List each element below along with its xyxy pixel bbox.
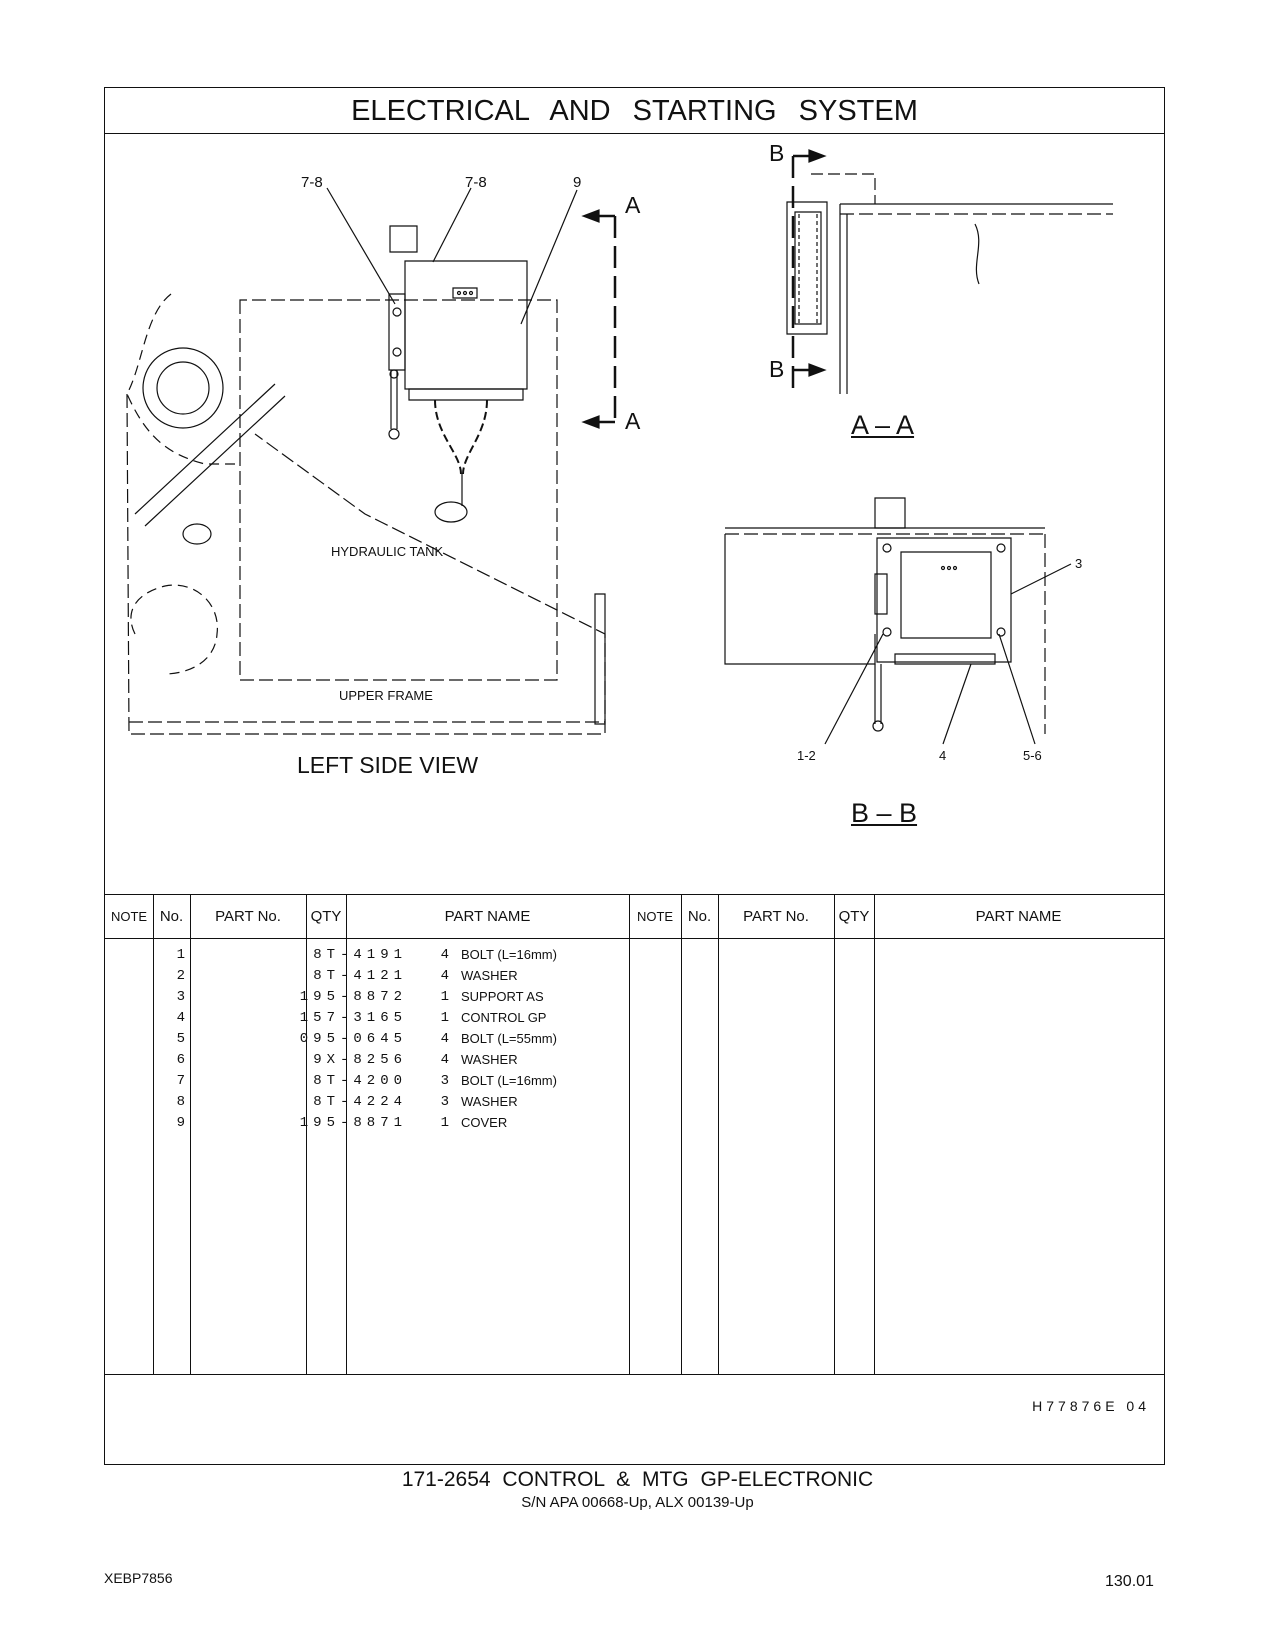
header-note-left: NOTE [110, 909, 148, 924]
header-part-no-right: PART No. [743, 908, 809, 925]
part-row-name: BOLT (L=16mm) [461, 947, 557, 962]
label-left-side-view: LEFT SIDE VIEW [297, 752, 479, 778]
page-number: 130.01 [1105, 1573, 1154, 1590]
callout-1-2: 1-2 [797, 748, 816, 763]
part-row-qty: 1 [440, 1115, 449, 1131]
col-divider [834, 894, 835, 1374]
header-part-name-right: PART NAME [975, 908, 1062, 925]
header-part-no-left: PART No. [215, 908, 281, 925]
part-row-no: 9 [176, 1115, 185, 1131]
part-row-name: COVER [461, 1115, 508, 1130]
section-marker-b-bottom: B [769, 356, 785, 382]
callout-9: 9 [573, 174, 582, 191]
parts-table-header: NOTE No. PART No. QTY PART NAME NOTE No.… [105, 894, 1164, 939]
diagram-drawing [126, 149, 1113, 745]
label-section-a-a: A – A [851, 410, 915, 440]
exploded-diagram: 7-8 7-8 9 A A B B HYDRAULIC TANK UPPER F… [105, 134, 1163, 894]
col-divider [153, 894, 154, 1374]
table-bottom-rule [105, 1374, 1164, 1375]
part-row-qty: 3 [440, 1073, 449, 1089]
group-title: 171-2654 CONTROL & MTG GP-ELECTRONIC [401, 1468, 874, 1491]
col-divider [718, 894, 719, 1374]
part-row-no: 2 [176, 968, 185, 984]
part-row-qty: 1 [440, 989, 449, 1005]
part-row-part-no: 9X-8256 [313, 1052, 407, 1068]
part-row-no: 5 [176, 1031, 185, 1047]
part-row-part-no: 157-3165 [299, 1010, 407, 1026]
part-row-part-no: 195-8872 [299, 989, 407, 1005]
header-part-name-left: PART NAME [444, 908, 531, 925]
label-section-b-b: B – B [851, 798, 918, 828]
part-row-part-no: 8T-4191 [313, 947, 407, 963]
part-row-qty: 4 [440, 968, 449, 984]
header-qty-right: QTY [838, 908, 870, 925]
part-row-name: CONTROL GP [461, 1010, 547, 1025]
part-row-no: 4 [176, 1010, 185, 1026]
callout-4: 4 [939, 748, 947, 763]
part-row-qty: 1 [440, 1010, 449, 1026]
header-qty-left: QTY [310, 908, 342, 925]
header-no-right: No. [687, 908, 712, 925]
part-row-qty: 4 [440, 1031, 449, 1047]
col-divider [681, 894, 682, 1374]
section-marker-b-top: B [769, 140, 785, 166]
label-hydraulic-tank: HYDRAULIC TANK [331, 544, 444, 559]
callout-7-8-left: 7-8 [301, 174, 323, 191]
section-marker-a-top: A [625, 192, 641, 218]
callout-7-8-right: 7-8 [465, 174, 487, 191]
part-row-part-no: 8T-4224 [313, 1094, 407, 1110]
col-divider [346, 894, 347, 1374]
parts-page-frame: ELECTRICAL AND STARTING SYSTEM [104, 87, 1165, 1465]
serial-range: S/N APA 00668-Up, ALX 00139-Up [521, 1494, 754, 1511]
part-row-qty: 4 [440, 1052, 449, 1068]
col-divider [629, 894, 630, 1374]
label-upper-frame: UPPER FRAME [339, 688, 433, 703]
part-row-part-no: 195-8871 [299, 1115, 407, 1131]
part-row-name: BOLT (L=16mm) [461, 1073, 557, 1088]
part-row-name: WASHER [461, 968, 518, 983]
col-divider [874, 894, 875, 1374]
part-row-no: 6 [176, 1052, 185, 1068]
part-row-name: SUPPORT AS [461, 989, 544, 1004]
part-row-qty: 3 [440, 1094, 449, 1110]
col-divider [306, 894, 307, 1374]
callout-3: 3 [1075, 556, 1083, 571]
part-row-no: 1 [176, 947, 185, 963]
col-divider [190, 894, 191, 1374]
part-row-part-no: 095-0645 [299, 1031, 407, 1047]
document-id: XEBP7856 [104, 1570, 173, 1586]
part-row-qty: 4 [440, 947, 449, 963]
section-title: ELECTRICAL AND STARTING SYSTEM [105, 88, 1164, 134]
part-row-no: 7 [176, 1073, 185, 1089]
part-row-name: BOLT (L=55mm) [461, 1031, 557, 1046]
part-row-part-no: 8T-4121 [313, 968, 407, 984]
section-marker-a-bottom: A [625, 408, 641, 434]
header-no-left: No. [159, 908, 184, 925]
part-row-no: 3 [176, 989, 185, 1005]
reference-code: H77876E 04 [1032, 1398, 1150, 1414]
part-row-no: 8 [176, 1094, 185, 1110]
part-row-name: WASHER [461, 1094, 518, 1109]
part-row-name: WASHER [461, 1052, 518, 1067]
header-note-right: NOTE [636, 909, 674, 924]
part-row-part-no: 8T-4200 [313, 1073, 407, 1089]
callout-5-6: 5-6 [1023, 748, 1042, 763]
